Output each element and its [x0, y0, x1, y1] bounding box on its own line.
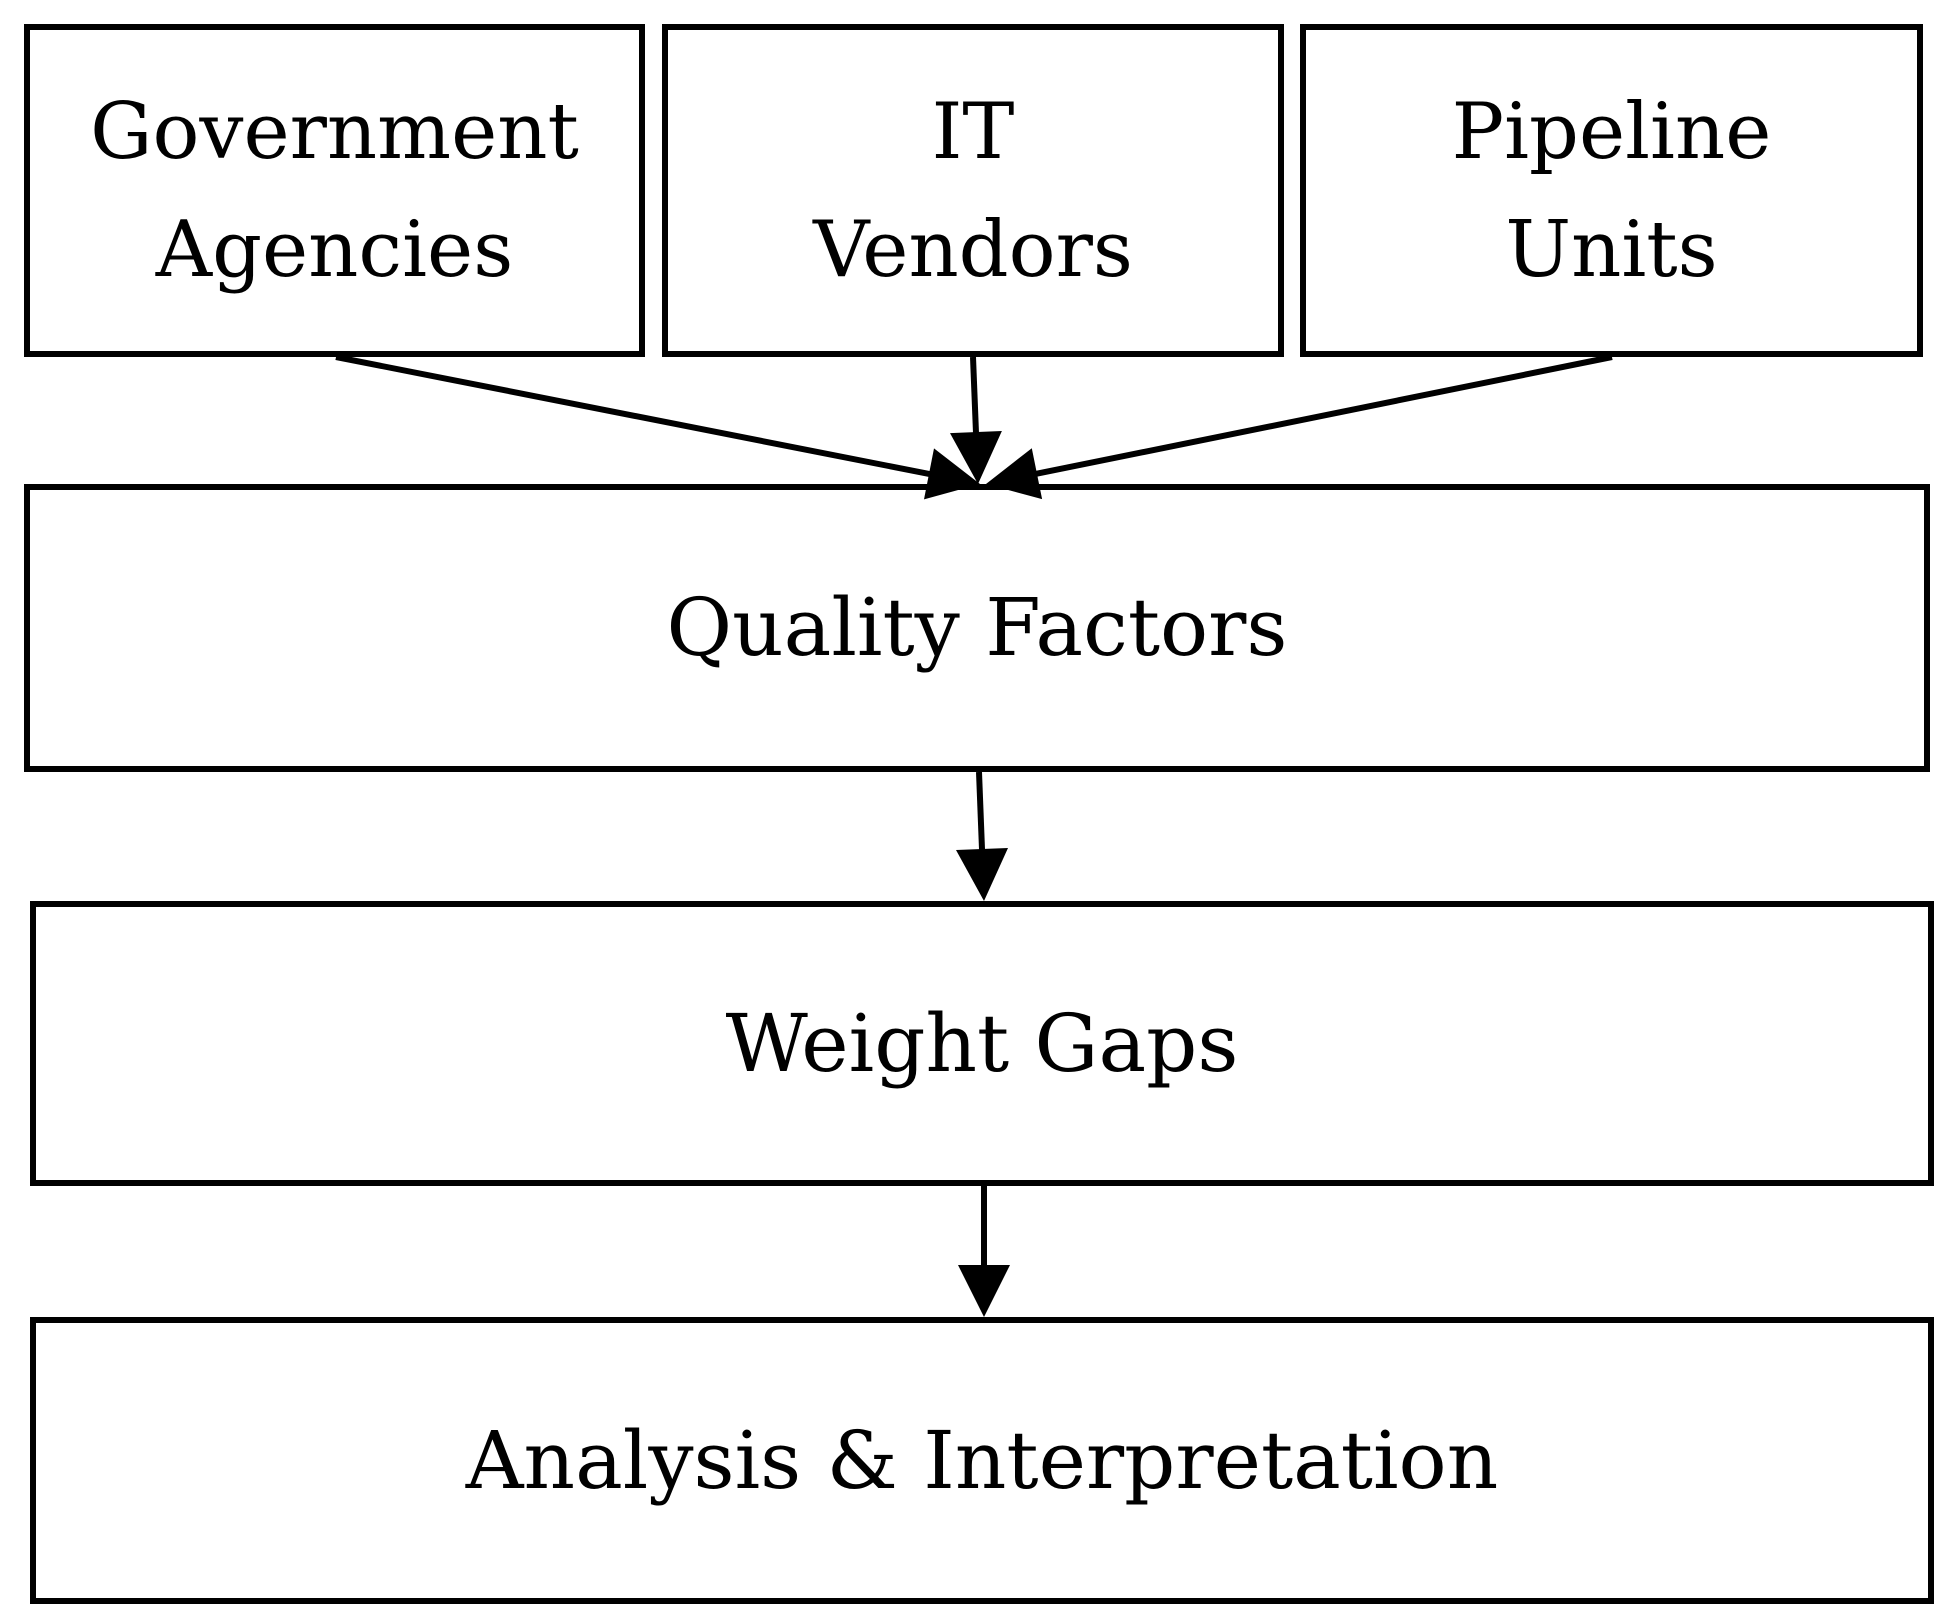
arrow-pipeline-to-quality — [1032, 354, 1613, 478]
arrow-it_vendors-to-quality — [970, 356, 980, 437]
node-government-line2: Agencies — [155, 204, 514, 295]
node-it-vendors: IT Vendors — [662, 24, 1284, 357]
node-weight-gaps: Weight Gaps — [30, 901, 1934, 1186]
arrowhead-quality-to-weight — [956, 848, 1008, 901]
node-pipeline-units: Pipeline Units — [1300, 24, 1923, 357]
node-analysis-interpretation: Analysis & Interpretation — [30, 1317, 1934, 1604]
node-pipeline-line1: Pipeline — [1451, 86, 1772, 177]
arrow-government-to-quality — [335, 354, 934, 478]
arrow-quality-to-weight — [976, 771, 986, 854]
node-government-line1: Government — [90, 86, 579, 177]
node-quality-label: Quality Factors — [666, 581, 1288, 674]
node-quality-factors: Quality Factors — [24, 484, 1930, 772]
node-analysis-label: Analysis & Interpretation — [465, 1413, 1499, 1507]
node-it-vendors-line2: Vendors — [813, 204, 1133, 295]
node-weight-label: Weight Gaps — [725, 996, 1239, 1090]
arrowhead-it_vendors-to-quality — [950, 431, 1002, 484]
arrowhead-weight-to-analysis — [958, 1265, 1010, 1317]
node-it-vendors-line1: IT — [931, 86, 1015, 177]
node-pipeline-line2: Units — [1505, 204, 1718, 295]
node-government-agencies: Government Agencies — [24, 24, 645, 357]
